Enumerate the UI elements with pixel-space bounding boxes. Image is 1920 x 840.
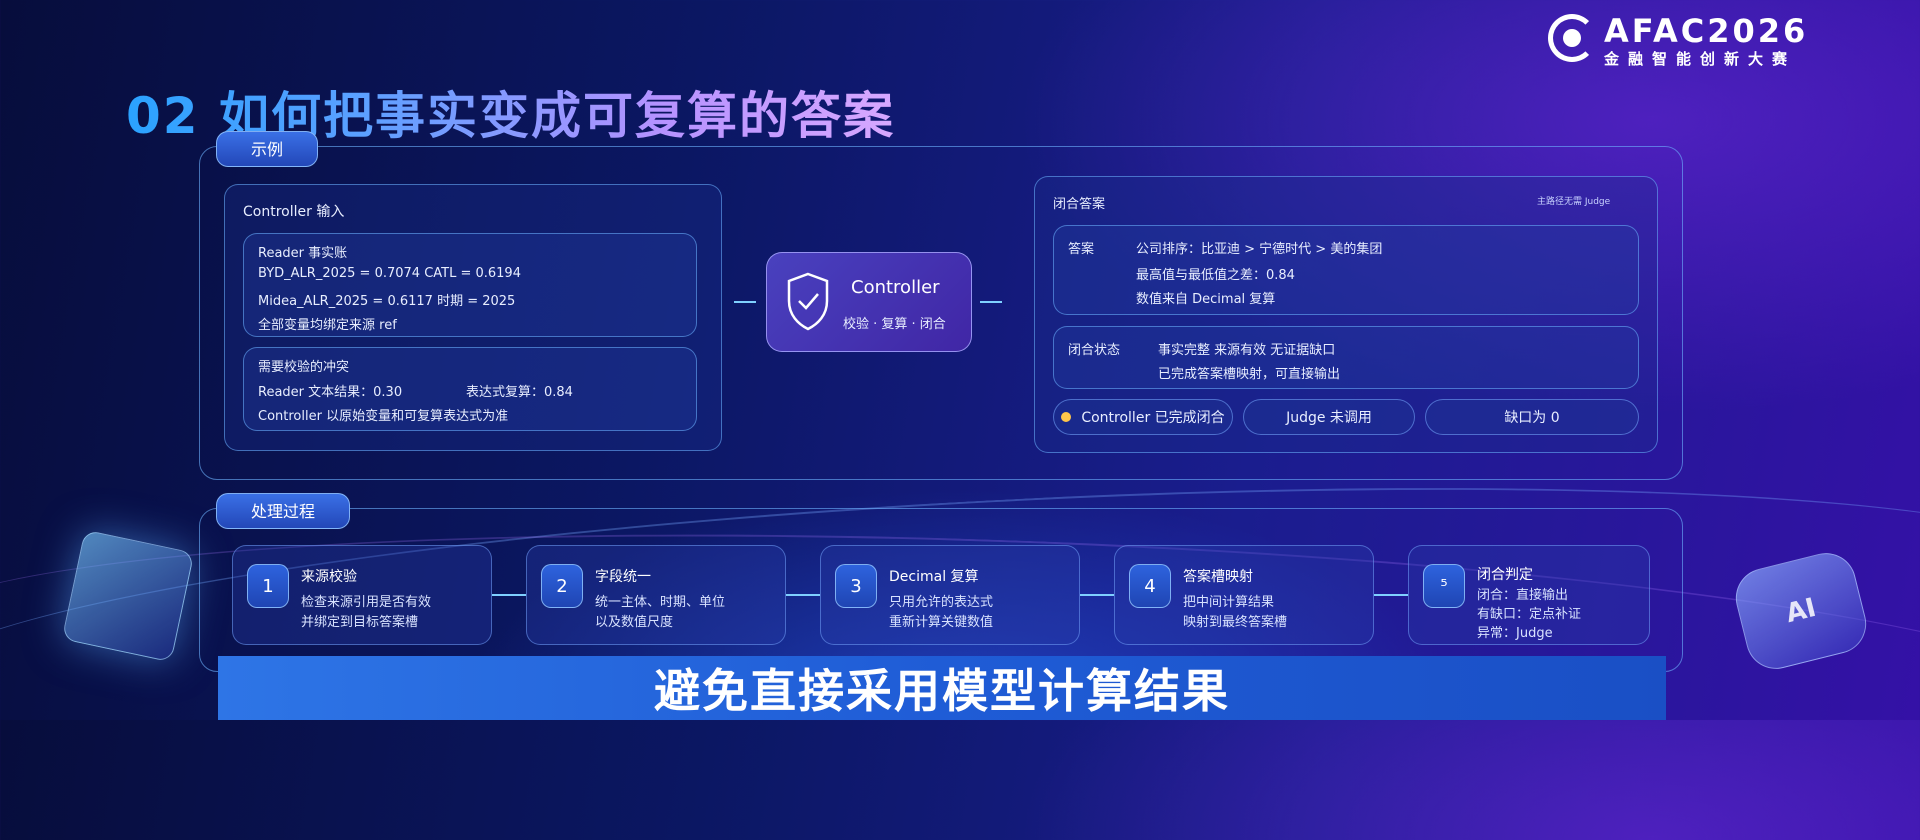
closure-status-line: 事实完整 来源有效 无证据缺口 (1158, 343, 1336, 358)
step-description-line: 闭合：直接输出 (1477, 588, 1569, 603)
status-pill-label: Controller 已完成闭合 (1081, 410, 1225, 426)
closed-answer-card: 闭合答案 主路径无需 Judge 答案 公司排序：比亚迪 > 宁德时代 > 美的… (1034, 176, 1658, 453)
step-description-line: 以及数值尺度 (595, 615, 674, 630)
logo-name: AFAC2026 (1604, 12, 1809, 50)
step-description-line: 映射到最终答案槽 (1183, 615, 1288, 630)
answer-line: 公司排序：比亚迪 > 宁德时代 > 美的集团 (1136, 242, 1383, 257)
step-number: 3 (835, 564, 877, 608)
status-pill-label: Judge 未调用 (1286, 410, 1372, 426)
step-description: 把中间计算结果 映射到最终答案槽 (1183, 593, 1287, 633)
status-pill-judge: Judge 未调用 (1243, 399, 1415, 435)
example-tag: 示例 (216, 131, 319, 167)
step-number: 4 (1129, 564, 1171, 608)
status-pill-label: 缺口为 0 (1504, 410, 1560, 426)
step-title: 字段统一 (595, 569, 651, 585)
conflict-title: 需要校验的冲突 (258, 360, 350, 375)
expression-result: 表达式复算：0.84 (466, 385, 573, 400)
answer-label: 答案 (1068, 242, 1095, 257)
logo-mark-icon (1548, 14, 1596, 62)
controller-input-title: Controller 输入 (243, 204, 345, 220)
flow-connector (1374, 594, 1408, 596)
controller-hub: Controller 校验 · 复算 · 闭合 (766, 252, 972, 352)
status-dot-icon (1061, 412, 1072, 422)
reader-result: Reader 文本结果：0.30 (258, 385, 403, 400)
step-description-line: 把中间计算结果 (1183, 595, 1275, 610)
process-tag: 处理过程 (216, 493, 351, 529)
reader-ledger-line: Midea_ALR_2025 = 0.6117 时期 = 2025 (258, 294, 516, 309)
step-description: 只用允许的表达式 重新计算关键数值 (889, 593, 993, 633)
step-description-line: 并绑定到目标答案槽 (301, 615, 419, 630)
reader-ledger-line: 全部变量均绑定来源 ref (258, 318, 397, 333)
reader-ledger-card: Reader 事实账 BYD_ALR_2025 = 0.7074 CATL = … (243, 233, 697, 337)
step-title: 答案槽映射 (1183, 569, 1253, 585)
process-step: 1 来源校验 检查来源引用是否有效 并绑定到目标答案槽 (232, 545, 492, 645)
closure-status-label: 闭合状态 (1068, 343, 1121, 358)
step-number: ⁵ (1423, 564, 1465, 608)
logo-subtitle: 金融智能创新大赛 (1604, 50, 1797, 68)
step-title: 来源校验 (301, 569, 357, 585)
flow-connector (492, 594, 526, 596)
flow-connector (734, 301, 756, 303)
reader-ledger-line: BYD_ALR_2025 = 0.7074 CATL = 0.6194 (258, 266, 521, 281)
flow-connector (1080, 594, 1114, 596)
process-step: 4 答案槽映射 把中间计算结果 映射到最终答案槽 (1114, 545, 1374, 645)
step-description-line: 异常：Judge (1477, 626, 1553, 641)
step-number: 2 (541, 564, 583, 608)
flow-connector (786, 594, 820, 596)
glass-cube-decoration (61, 529, 195, 663)
step-description-line: 重新计算关键数值 (889, 615, 994, 630)
step-description-line: 只用允许的表达式 (889, 595, 994, 610)
process-step: 3 Decimal 复算 只用允许的表达式 重新计算关键数值 (820, 545, 1080, 645)
step-description: 检查来源引用是否有效 并绑定到目标答案槽 (301, 593, 431, 633)
step-title: Decimal 复算 (889, 569, 979, 585)
step-title: 闭合判定 (1477, 567, 1533, 583)
step-description-line: 有缺口：定点补证 (1477, 607, 1582, 622)
step-description: 闭合：直接输出 有缺口：定点补证 异常：Judge (1477, 586, 1581, 643)
closure-status-line: 已完成答案槽映射，可直接输出 (1158, 367, 1341, 382)
flow-connector (980, 301, 1002, 303)
afac-logo: AFAC2026 金融智能创新大赛 (1548, 12, 1888, 68)
step-number: 1 (247, 564, 289, 608)
step-description-line: 检查来源引用是否有效 (301, 595, 432, 610)
banner-text: 避免直接采用模型计算结果 (654, 664, 1230, 718)
status-pill-controller: Controller 已完成闭合 (1053, 399, 1233, 435)
closed-answer-note: 主路径无需 Judge (1537, 197, 1611, 207)
reader-ledger-title: Reader 事实账 (258, 246, 348, 261)
closure-status-box: 闭合状态 事实完整 来源有效 无证据缺口 已完成答案槽映射，可直接输出 (1053, 326, 1639, 389)
example-panel (199, 146, 1683, 480)
step-description-line: 统一主体、时期、单位 (595, 595, 726, 610)
conflict-card: 需要校验的冲突 Reader 文本结果：0.30 表达式复算：0.84 Cont… (243, 347, 697, 431)
status-pill-gap: 缺口为 0 (1425, 399, 1639, 435)
bottom-banner: 避免直接采用模型计算结果 (218, 656, 1666, 720)
closed-answer-title: 闭合答案 (1053, 197, 1106, 212)
answer-box: 答案 公司排序：比亚迪 > 宁德时代 > 美的集团 最高值与最低值之差：0.84… (1053, 225, 1639, 315)
shield-check-icon (787, 272, 829, 331)
answer-line: 最高值与最低值之差：0.84 (1136, 268, 1295, 283)
controller-subtitle: 校验 · 复算 · 闭合 (843, 317, 946, 332)
answer-line: 数值来自 Decimal 复算 (1136, 292, 1276, 307)
process-step: ⁵ 闭合判定 闭合：直接输出 有缺口：定点补证 异常：Judge (1408, 545, 1650, 645)
controller-input-card: Controller 输入 Reader 事实账 BYD_ALR_2025 = … (224, 184, 722, 451)
conflict-note: Controller 以原始变量和可复算表达式为准 (258, 409, 509, 424)
process-step: 2 字段统一 统一主体、时期、单位 以及数值尺度 (526, 545, 786, 645)
step-description: 统一主体、时期、单位 以及数值尺度 (595, 593, 725, 633)
controller-title: Controller (851, 277, 940, 298)
